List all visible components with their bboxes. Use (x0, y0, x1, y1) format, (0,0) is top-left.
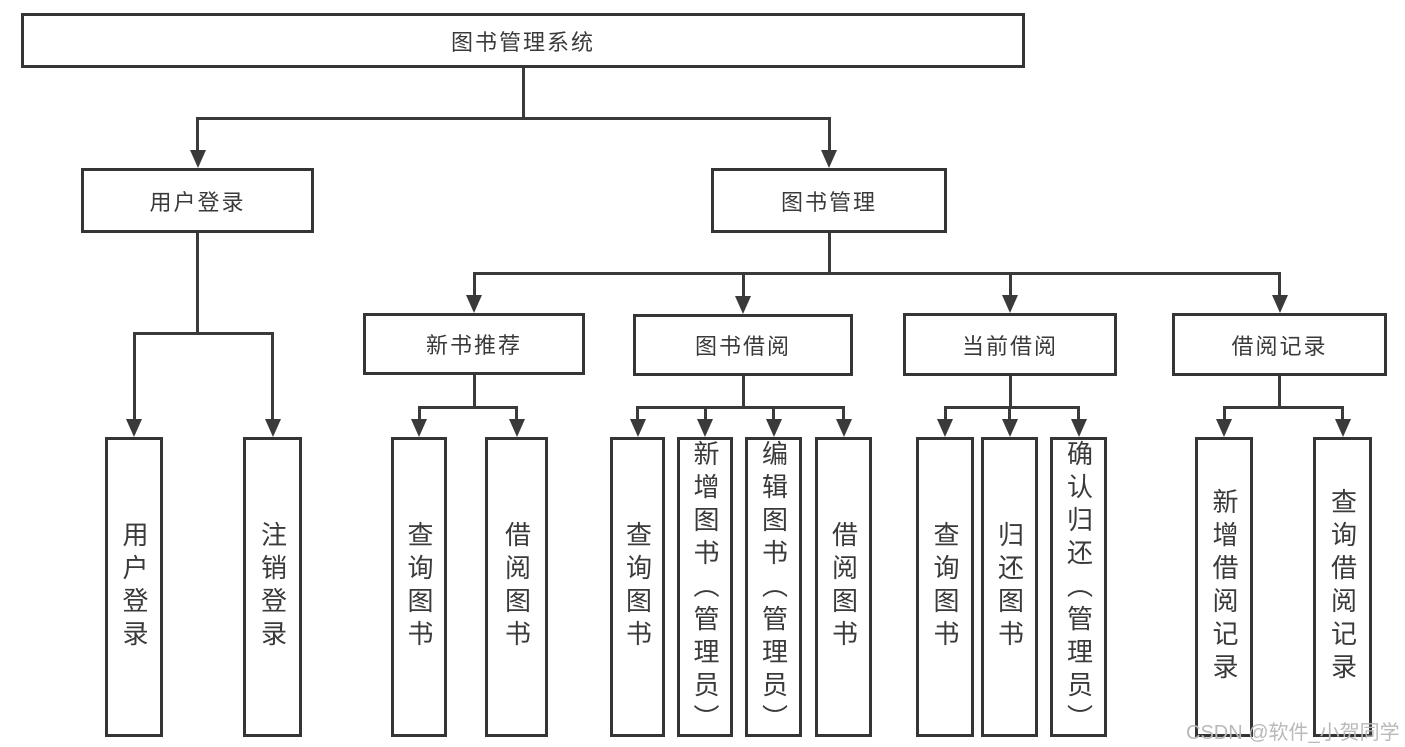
node-leaf-cb-confirm: 确认归还（管理员） (1050, 437, 1107, 737)
arrowhead-down-icon (126, 419, 142, 437)
node-leaf-user-login: 用户登录 (105, 437, 163, 737)
connector-line (196, 118, 199, 160)
connector-line (271, 333, 274, 429)
connector-line (515, 407, 518, 429)
connector-line (827, 233, 831, 275)
arrowhead-down-icon (735, 296, 751, 314)
node-book-borrow: 图书借阅 (633, 314, 853, 376)
connector-line (943, 407, 947, 429)
connector-line (417, 405, 518, 409)
connector-line (741, 273, 745, 306)
node-leaf-br-add: 新增借阅记录 (1195, 437, 1253, 737)
arrowhead-down-icon (629, 419, 646, 437)
node-leaf-bb-edit: 编辑图书（管理员） (745, 437, 802, 737)
connector-line (1278, 273, 1281, 305)
connector-line (132, 331, 274, 335)
node-label-user-login: 用户登录 (149, 189, 246, 215)
connector-line (196, 116, 831, 120)
node-label-borrow-record: 借阅记录 (1231, 333, 1328, 359)
node-root: 图书管理系统 (21, 13, 1025, 68)
node-label-leaf-cb-query: 查询图书 (930, 521, 960, 653)
node-label-leaf-bb-query: 查询图书 (622, 521, 653, 653)
node-leaf-nb-borrow: 借阅图书 (485, 437, 548, 737)
node-label-leaf-nb-query: 查询图书 (404, 521, 434, 653)
arrowhead-down-icon (835, 419, 852, 437)
arrowhead-down-icon (821, 150, 837, 168)
connector-line (521, 68, 525, 120)
connector-line (472, 271, 1281, 275)
connector-line (1222, 407, 1226, 429)
connector-line (1008, 376, 1012, 409)
node-new-book-rec: 新书推荐 (363, 313, 585, 375)
node-label-book-borrow: 图书借阅 (694, 334, 791, 359)
node-leaf-br-query: 查询借阅记录 (1313, 437, 1372, 737)
arrowhead-down-icon (1271, 295, 1288, 313)
connector-line (1008, 407, 1011, 429)
node-label-leaf-br-query: 查询借阅记录 (1327, 488, 1358, 686)
node-user-login: 用户登录 (81, 168, 314, 233)
connector-line (132, 333, 136, 429)
arrowhead-down-icon (508, 419, 525, 437)
arrowhead-down-icon (466, 295, 482, 313)
node-leaf-logout: 注销登录 (243, 437, 302, 737)
node-label-leaf-user-login: 用户登录 (119, 521, 149, 653)
arrowhead-down-icon (1070, 419, 1087, 437)
node-leaf-bb-add: 新增图书（管理员） (677, 437, 733, 737)
arrowhead-down-icon (1216, 419, 1232, 437)
connector-line (636, 405, 845, 409)
connector-line (1008, 273, 1012, 305)
arrowhead-down-icon (189, 150, 206, 168)
arrowhead-down-icon (411, 419, 427, 437)
node-book-mgmt: 图书管理 (711, 168, 947, 233)
node-label-leaf-br-add: 新增借阅记录 (1209, 488, 1239, 686)
node-leaf-cb-query: 查询图书 (916, 437, 974, 737)
connector-line (943, 405, 1080, 409)
arrowhead-down-icon (1001, 419, 1018, 437)
node-leaf-cb-return: 归还图书 (981, 437, 1038, 737)
connector-line (636, 407, 639, 429)
connector-line (741, 376, 745, 409)
connector-line (1222, 405, 1344, 409)
arrowhead-down-icon (264, 419, 281, 437)
node-label-leaf-bb-add: 新增图书（管理员） (690, 440, 720, 737)
node-label-leaf-bb-edit: 编辑图书（管理员） (758, 440, 789, 737)
connector-line (417, 407, 421, 429)
node-leaf-nb-query: 查询图书 (391, 437, 447, 737)
node-borrow-record: 借阅记录 (1172, 313, 1387, 376)
arrowhead-down-icon (697, 419, 713, 437)
node-label-root: 图书管理系统 (450, 29, 595, 55)
arrowhead-down-icon (937, 419, 953, 437)
node-label-current-borrow: 当前借阅 (961, 333, 1058, 359)
connector-line (196, 233, 199, 335)
connector-line (1278, 376, 1281, 409)
connector-line (472, 375, 476, 409)
connector-line (1077, 407, 1080, 429)
node-label-leaf-bb-borrow: 借阅图书 (828, 521, 859, 653)
connector-line (703, 407, 707, 429)
arrowhead-down-icon (1334, 419, 1351, 437)
connector-line (772, 407, 775, 429)
csdn-watermark: CSDN @软件_小贺同学 (1186, 722, 1400, 744)
node-leaf-bb-query: 查询图书 (610, 437, 665, 737)
node-current-borrow: 当前借阅 (903, 313, 1117, 376)
node-label-leaf-logout: 注销登录 (257, 521, 288, 653)
node-leaf-bb-borrow: 借阅图书 (815, 437, 872, 737)
node-label-new-book-rec: 新书推荐 (425, 333, 522, 358)
connector-line (827, 118, 831, 160)
node-label-leaf-nb-borrow: 借阅图书 (501, 521, 532, 653)
node-label-leaf-cb-return: 归还图书 (994, 521, 1025, 653)
connector-line (472, 273, 476, 305)
connector-line (842, 407, 845, 429)
node-label-book-mgmt: 图书管理 (780, 189, 877, 215)
arrowhead-down-icon (765, 419, 782, 437)
node-label-leaf-cb-confirm: 确认归还（管理员） (1063, 440, 1094, 737)
connector-line (1341, 407, 1344, 429)
arrowhead-down-icon (1002, 295, 1018, 313)
